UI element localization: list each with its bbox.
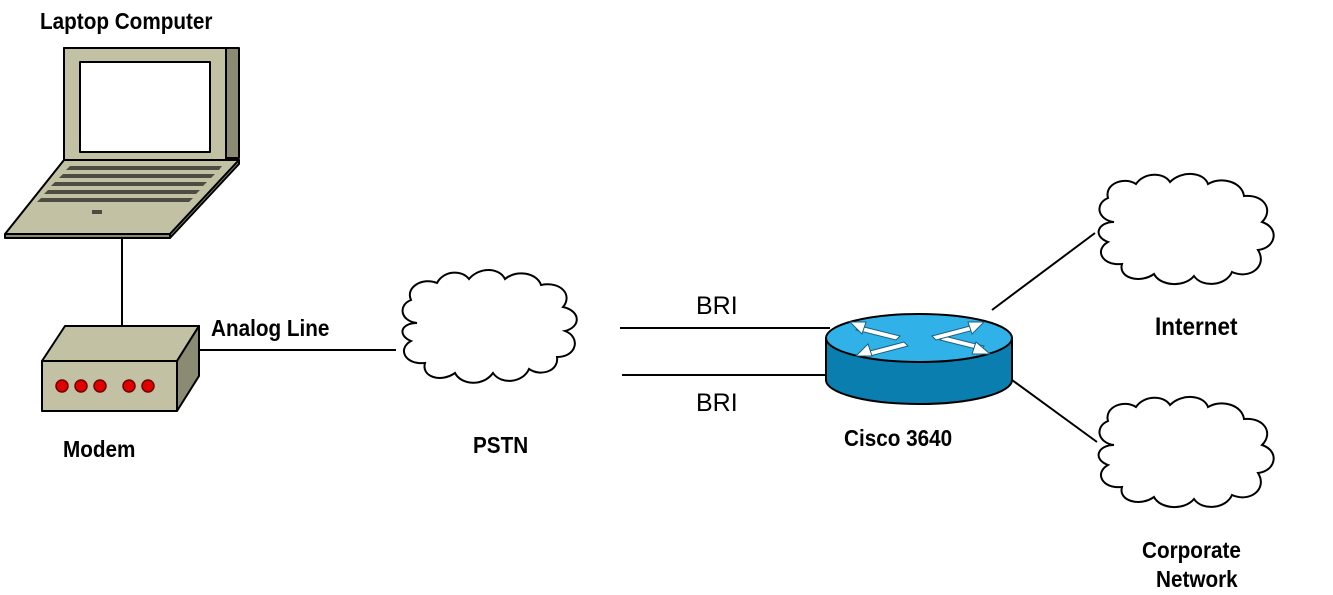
- internet-label: Internet: [1155, 313, 1238, 341]
- laptop-icon: [4, 47, 240, 239]
- modem-led: [141, 379, 155, 393]
- analog-line-label: Analog Line: [211, 315, 330, 341]
- router-internet-link: [991, 232, 1096, 311]
- bri-label-1: BRI: [696, 292, 738, 320]
- modem-label: Modem: [63, 436, 136, 462]
- router-label: Cisco 3640: [844, 425, 953, 451]
- router-icon: [825, 313, 1013, 405]
- corporate-cloud-icon: [1097, 396, 1275, 508]
- modem-led: [74, 379, 88, 393]
- modem-icon: [41, 325, 200, 412]
- connections: [121, 232, 1098, 443]
- pstn-cloud-icon: [401, 269, 578, 384]
- modem-led: [55, 379, 69, 393]
- corporate-label-line1: Corporate: [1142, 537, 1241, 563]
- internet-cloud-icon: [1097, 173, 1275, 285]
- pstn-label: PSTN: [473, 432, 529, 458]
- modem-led: [122, 379, 136, 393]
- bri-label-2: BRI: [696, 389, 738, 417]
- corporate-label-line2: Network: [1156, 566, 1238, 592]
- laptop-label: Laptop Computer: [40, 8, 213, 34]
- modem-led: [93, 379, 107, 393]
- router-corporate-link: [1011, 379, 1098, 443]
